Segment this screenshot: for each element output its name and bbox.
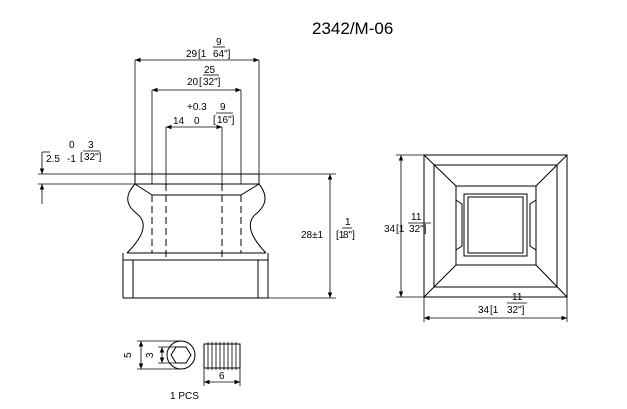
top-view-width-in-num: 11 <box>512 292 523 303</box>
middle-width-in-den: 32"] <box>203 77 221 88</box>
hole-in-den: 16"] <box>217 115 235 126</box>
top-tolerance-upper: 0 <box>69 140 75 151</box>
height-in-num: 1 <box>345 217 351 228</box>
dimension-top-view-width: 34 [1 11 32"] <box>423 292 568 322</box>
top-in-den: 32"] <box>84 152 102 163</box>
dimension-middle-width: 20 [ 25 32"] <box>152 65 241 93</box>
top-view-height-mm: 34 <box>384 224 396 235</box>
front-body-outline <box>122 173 269 299</box>
screw-length: 6 <box>219 371 225 382</box>
height-in-whole: [1 <box>336 230 345 241</box>
middle-width-in-open: [ <box>199 77 202 88</box>
middle-width-in-num: 25 <box>204 65 216 76</box>
screw-quantity-label: 1 PCS <box>170 391 199 402</box>
overall-width-in-whole: [1 <box>198 49 207 60</box>
front-extension-lines <box>38 60 336 299</box>
top-in-open: [ <box>80 152 83 163</box>
hole-in-num: 9 <box>220 102 226 113</box>
hole-tolerance-upper: +0.3 <box>187 102 207 113</box>
screw-end-view <box>166 340 196 370</box>
top-view-height-in-den: 32"] <box>409 224 427 235</box>
dimension-hole-diameter: 14 +0.3 0 [ 9 16"] <box>166 102 235 130</box>
overall-width-in-den: 64"] <box>213 49 231 60</box>
screw-inner-dimension: 3 <box>145 352 156 358</box>
dimension-top-view-height: 34 [1 11 32"] <box>384 154 431 298</box>
middle-width-mm: 20 <box>187 77 199 88</box>
dimension-top-height: 2.5 0 -1 [ 3 32"] <box>39 140 102 204</box>
top-view-height-in-num: 11 <box>411 212 422 223</box>
dimension-height: 28±1 [1 1 8"] <box>301 174 355 298</box>
top-height-mm: 2.5 <box>46 154 60 165</box>
top-tolerance-lower: -1 <box>67 154 76 165</box>
height-mm: 28±1 <box>301 230 324 241</box>
set-screw: 5 3 6 1 PCS <box>123 340 241 402</box>
top-view: 34 [1 11 32"] 34 [1 11 32"] <box>384 154 568 322</box>
front-hidden-lines <box>151 184 242 260</box>
top-view-width-in-den: 32"] <box>507 305 525 316</box>
screw-outer-dimension: 5 <box>123 352 134 358</box>
hole-diameter-mm: 14 <box>173 116 185 127</box>
screw-side-view <box>203 342 241 370</box>
top-view-width-mm: 34 <box>478 305 490 316</box>
hole-in-open: [ <box>213 115 216 126</box>
top-view-width-in-whole: [1 <box>490 305 499 316</box>
dimension-overall-width: 29 [1 9 64"] <box>135 37 259 63</box>
hole-tolerance-lower: 0 <box>194 116 200 127</box>
front-view: 29 [1 9 64"] 20 [ 25 32"] 14 +0.3 0 [ 9 … <box>38 37 355 299</box>
overall-width-in-num: 9 <box>216 37 222 48</box>
top-in-num: 3 <box>88 140 94 151</box>
drawing-title: 2342/M-06 <box>312 19 393 38</box>
top-view-height-in-whole: [1 <box>396 224 405 235</box>
height-in-den: 8"] <box>343 230 355 241</box>
overall-width-mm: 29 <box>186 49 198 60</box>
